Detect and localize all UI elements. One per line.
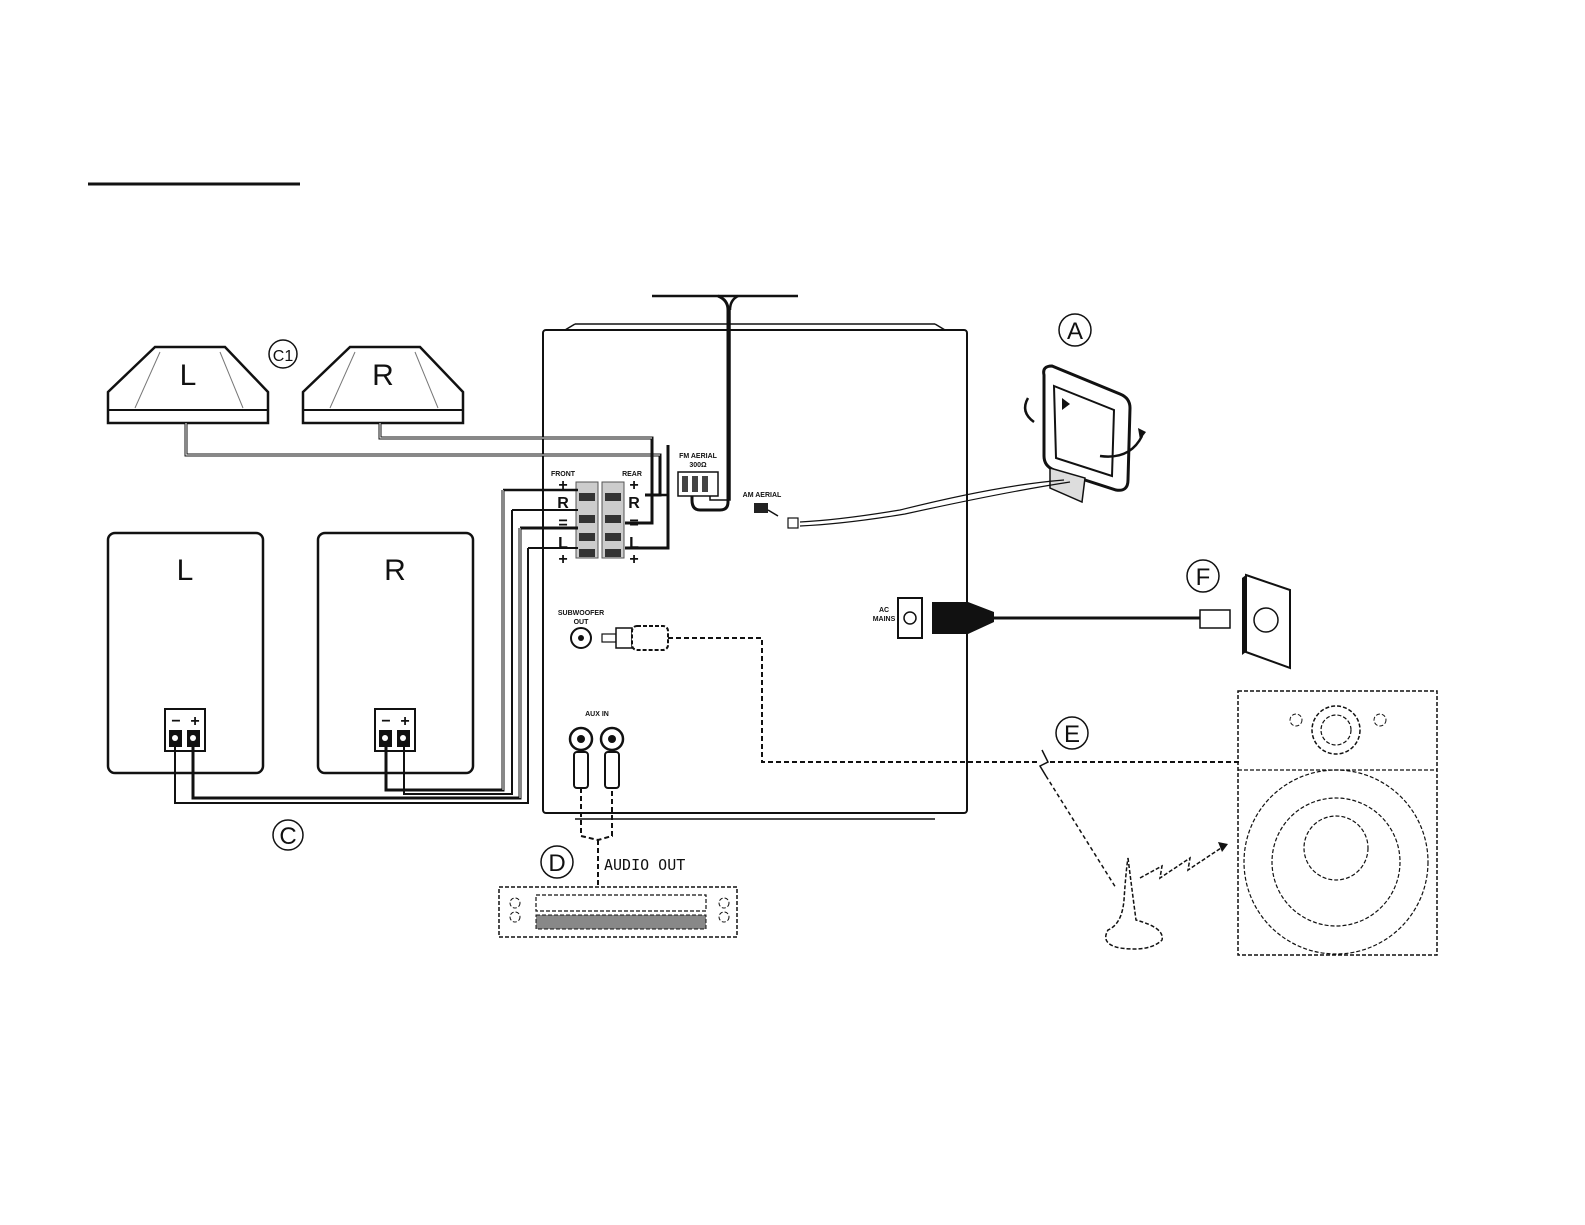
callout-e: E — [1056, 717, 1088, 749]
front-right-minus: − — [381, 713, 390, 730]
front-l-mark: L — [558, 535, 568, 552]
front-right-plus: + — [400, 713, 409, 730]
rear-plus-bottom: + — [629, 551, 638, 568]
fm-aerial-label: FM AERIAL — [679, 453, 718, 460]
rear-right-label: R — [372, 359, 394, 392]
am-aerial-label: AM AERIAL — [743, 492, 782, 499]
callout-c: C — [273, 820, 303, 850]
callout-a: A — [1059, 314, 1091, 346]
callout-c-text: C — [279, 823, 296, 850]
front-speaker-left: L − + — [108, 533, 263, 773]
front-speaker-right: R − + — [318, 533, 473, 773]
rear-r-mark: R — [628, 495, 640, 512]
front-left-minus: − — [171, 713, 180, 730]
aux-in-label: AUX IN — [585, 711, 609, 718]
wireless-transmitter — [1046, 776, 1228, 949]
wall-outlet — [1242, 575, 1290, 668]
ac-mains-label-1: AC — [879, 607, 889, 614]
subwoofer-unit — [1238, 691, 1437, 955]
rear-left-label: L — [180, 359, 197, 392]
external-audio-device — [499, 887, 737, 937]
rear-speaker-right: R — [303, 347, 463, 423]
front-right-label: R — [384, 554, 406, 587]
callout-f: F — [1187, 560, 1219, 592]
mains-cable — [932, 602, 1230, 634]
callout-e-text: E — [1064, 721, 1080, 748]
callout-f-text: F — [1196, 564, 1211, 591]
audio-out-label: AUDIO OUT — [604, 856, 685, 874]
front-left-plus: + — [190, 713, 199, 730]
rear-plus-top: + — [629, 477, 638, 494]
rear-speaker-left: L — [108, 347, 268, 423]
subwoofer-out-label-1: SUBWOOFER — [558, 610, 604, 617]
front-plus-top: + — [558, 477, 567, 494]
front-left-label: L — [177, 554, 194, 587]
ac-mains-label-2: MAINS — [873, 616, 896, 623]
subwoofer-out-label-2: OUT — [574, 619, 590, 626]
callout-d-text: D — [548, 850, 565, 877]
callout-d: D — [541, 846, 573, 878]
fm-aerial-socket: FM AERIAL 300Ω — [678, 453, 718, 496]
fm-ohm-label: 300Ω — [689, 462, 707, 469]
callout-c1-text: C1 — [273, 348, 294, 365]
callout-c1: C1 — [269, 340, 297, 368]
front-plus-bottom: + — [558, 551, 567, 568]
wireless-break — [1040, 750, 1048, 776]
callout-a-text: A — [1067, 318, 1083, 345]
